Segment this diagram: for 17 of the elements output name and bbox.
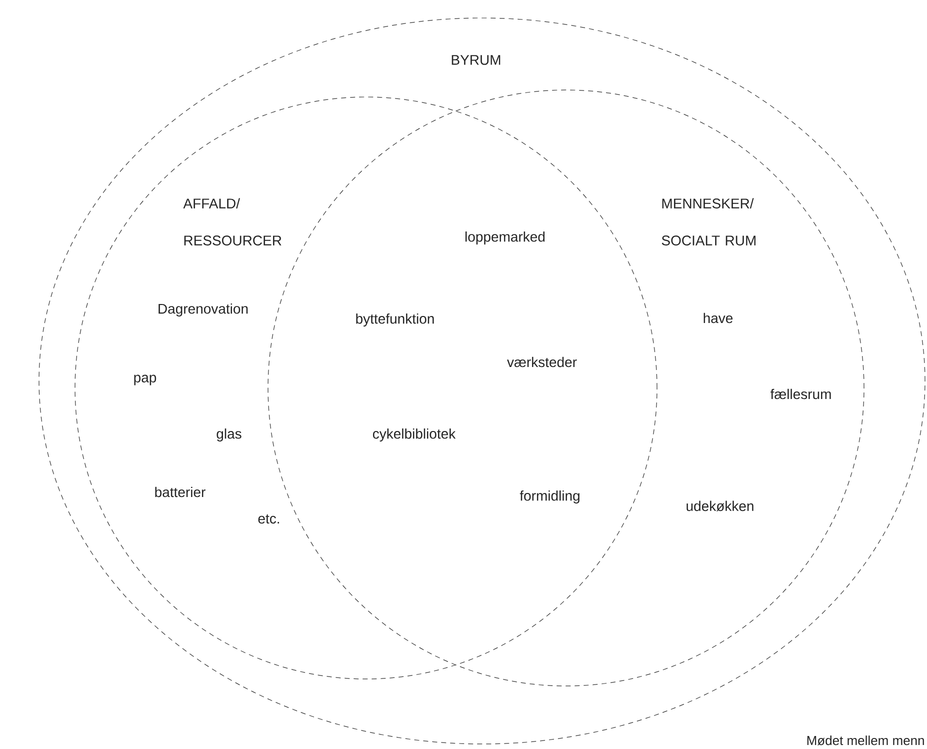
item-label: værksteder [507,356,577,368]
item-label: udekøkken [686,500,754,512]
item-label: byttefunktion [356,313,434,326]
set-label: BYRUM [452,55,500,65]
item-label: cykelbibliotek [372,428,456,442]
item-label: pap [134,374,156,386]
caption: Mødet mellem menn [807,736,924,746]
item-label: formidling [520,490,580,504]
item-label: have [704,312,733,324]
set-label: AFFALD/ RESSOURCER [183,198,282,246]
item-label: batterier [155,486,206,498]
item-label: etc. [258,514,280,524]
item-label: Dagrenovation [158,303,248,316]
item-label: fællesrum [770,388,831,400]
item-label: loppemarked [465,231,545,244]
item-label: glas [216,428,242,442]
set-label: MENNESKER/ SOCIALT RUM [662,198,756,246]
